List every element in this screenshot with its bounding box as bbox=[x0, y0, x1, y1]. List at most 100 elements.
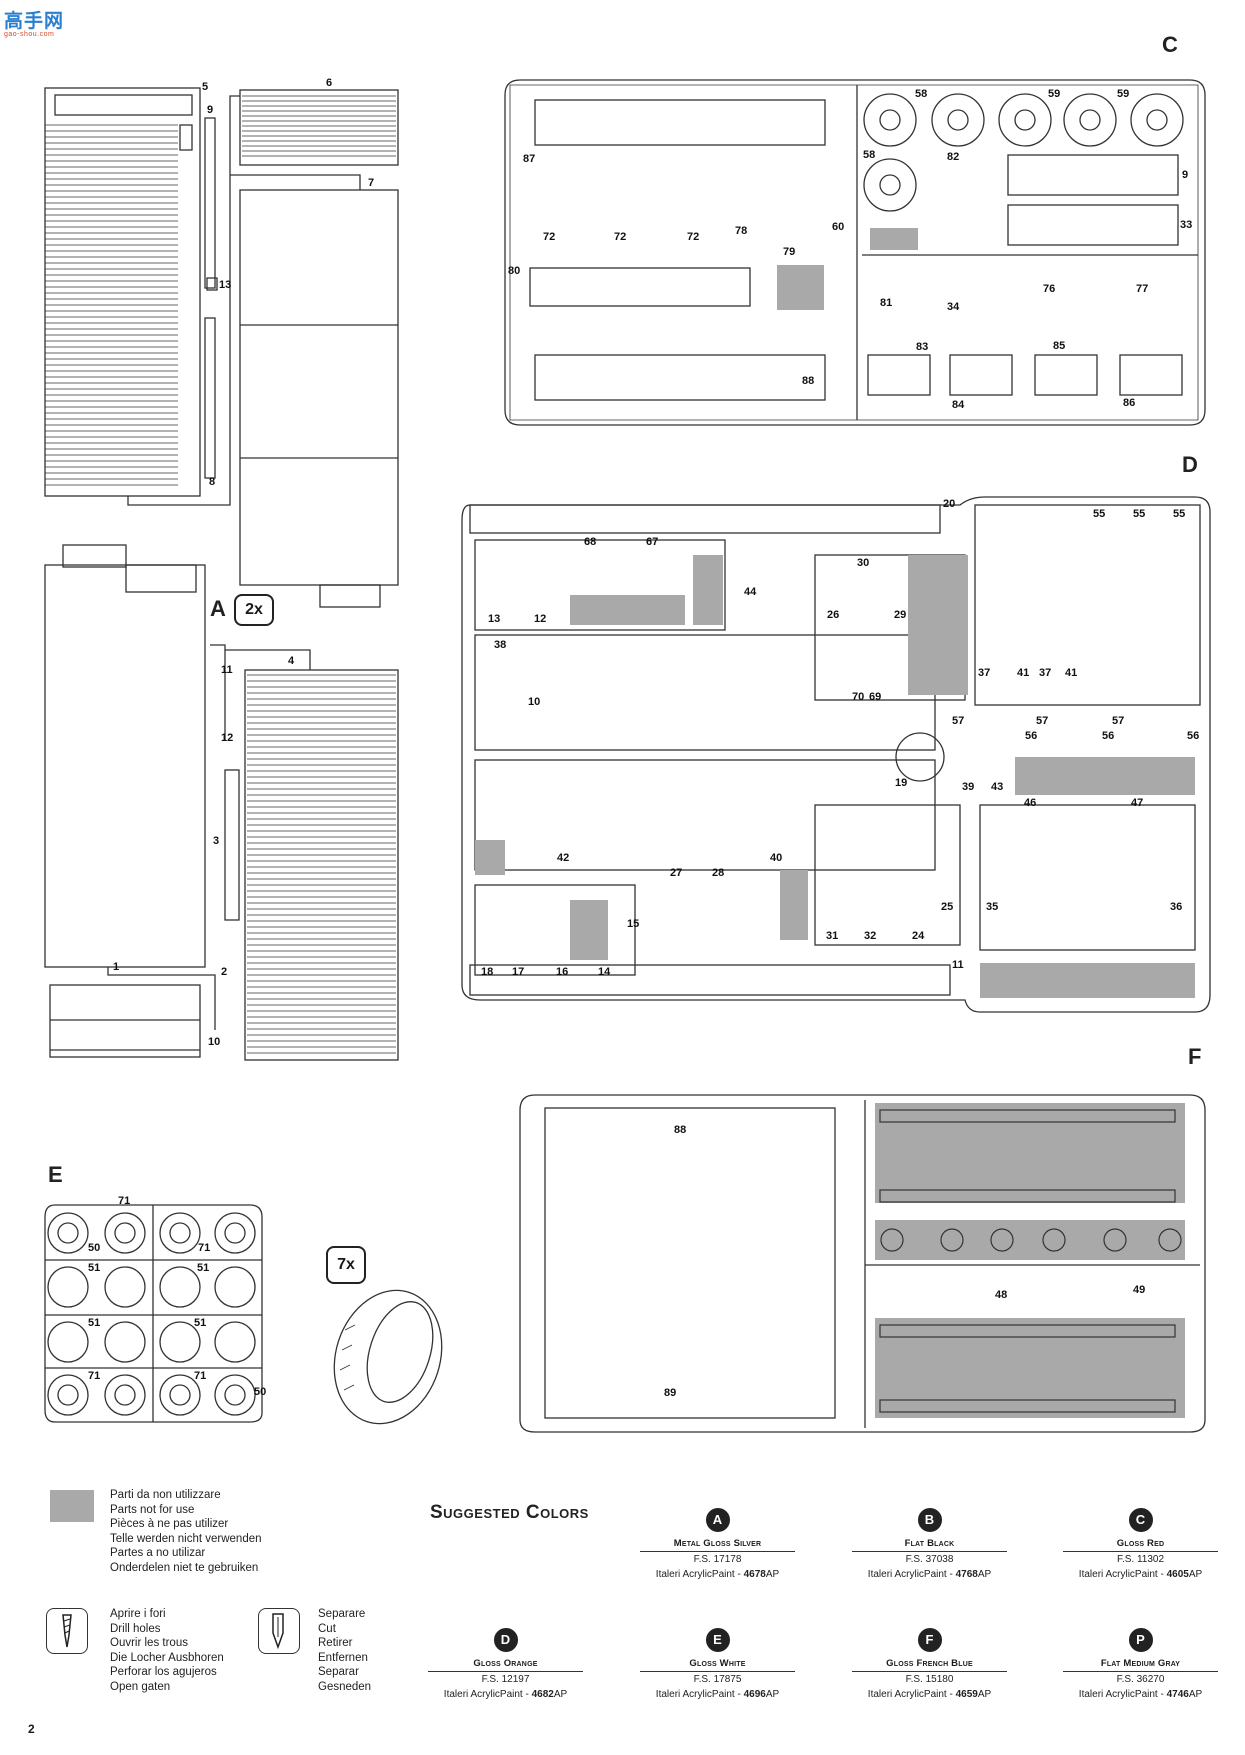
sprue-e-frame bbox=[44, 1204, 263, 1423]
part-label: 67 bbox=[646, 536, 659, 548]
part-label: 85 bbox=[1053, 340, 1066, 352]
color-code-badge: B bbox=[917, 1508, 942, 1532]
part-label: 19 bbox=[895, 777, 908, 789]
logo-brand: 高手网 bbox=[4, 11, 65, 32]
drill-icon bbox=[46, 1608, 88, 1654]
part-label: 12 bbox=[534, 613, 547, 625]
part-label: 20 bbox=[943, 498, 956, 510]
part-label: 13 bbox=[488, 613, 501, 625]
part-label: 33 bbox=[1180, 219, 1193, 231]
part-label: 81 bbox=[880, 297, 893, 309]
legend-line: Separare bbox=[318, 1608, 366, 1620]
part-label: 18 bbox=[481, 966, 494, 978]
part-label: 80 bbox=[508, 265, 521, 277]
part-label: 25 bbox=[941, 901, 954, 913]
part-label: 11 bbox=[221, 664, 233, 676]
part-label: 89 bbox=[664, 1387, 677, 1399]
part-label: 17 bbox=[512, 966, 525, 978]
sprue-a-part-6 bbox=[239, 89, 399, 166]
legend-line: Pièces à ne pas utilizer bbox=[110, 1518, 229, 1531]
part-label: 56 bbox=[1025, 730, 1038, 742]
color-name: Metal Gloss Silver bbox=[640, 1538, 795, 1552]
part-label: 36 bbox=[1170, 901, 1183, 913]
color-paint: Italeri AcrylicPaint - 4696AP bbox=[655, 1689, 780, 1700]
drill-legend: Aprire i fori Drill holes Ouvrir les tro… bbox=[110, 1607, 224, 1695]
part-label: 41 bbox=[1017, 667, 1030, 679]
legend-line: Parti da non utilizzare bbox=[110, 1489, 221, 1501]
color-code-badge: C bbox=[1128, 1508, 1153, 1532]
part-label: 44 bbox=[744, 586, 757, 598]
part-label: 9 bbox=[207, 104, 214, 116]
part-label: 57 bbox=[952, 715, 965, 727]
part-label: 59 bbox=[1117, 88, 1130, 100]
legend-line: Retirer bbox=[318, 1637, 353, 1650]
part-label: 2 bbox=[221, 966, 228, 978]
sprue-a-part-9 bbox=[204, 117, 216, 289]
part-label: 31 bbox=[826, 930, 839, 942]
sprue-a-part-7 bbox=[239, 189, 399, 586]
part-label: 7 bbox=[368, 177, 375, 189]
part-label: 60 bbox=[832, 221, 845, 233]
part-label: 15 bbox=[627, 918, 640, 930]
part-label: 50 bbox=[254, 1386, 267, 1398]
color-fs: F.S. 17178 bbox=[693, 1554, 742, 1565]
part-label: 39 bbox=[962, 781, 975, 793]
not-for-use-legend: Parti da non utilizzare Parts not for us… bbox=[110, 1488, 262, 1576]
part-label: 84 bbox=[952, 399, 965, 411]
part-label: 26 bbox=[827, 609, 840, 621]
color-fs: F.S. 12197 bbox=[481, 1674, 530, 1685]
part-label: 71 bbox=[198, 1242, 211, 1254]
color-paint: Italeri AcrylicPaint - 4605AP bbox=[1078, 1569, 1203, 1580]
part-label: 88 bbox=[802, 375, 815, 387]
part-label: 82 bbox=[947, 151, 960, 163]
part-label: 86 bbox=[1123, 397, 1136, 409]
part-label: 70 bbox=[852, 691, 865, 703]
color-paint: Italeri AcrylicPaint - 4659AP bbox=[867, 1689, 992, 1700]
color-fs: F.S. 37038 bbox=[905, 1554, 954, 1565]
part-label: 6 bbox=[326, 77, 333, 89]
color-fs: F.S. 15180 bbox=[905, 1674, 954, 1685]
color-name: Gloss White bbox=[640, 1658, 795, 1672]
part-label: 55 bbox=[1093, 508, 1106, 520]
legend-line: Open gaten bbox=[110, 1680, 171, 1693]
sprue-letter-a: A bbox=[210, 596, 226, 621]
part-label: 4 bbox=[288, 655, 295, 667]
part-label: 83 bbox=[916, 341, 929, 353]
color-name: Flat Medium Gray bbox=[1063, 1658, 1218, 1672]
part-label: 16 bbox=[556, 966, 569, 978]
part-label: 47 bbox=[1131, 797, 1144, 809]
part-label: 72 bbox=[687, 231, 700, 243]
part-label: 71 bbox=[194, 1370, 207, 1382]
color-fs: F.S. 17875 bbox=[693, 1674, 742, 1685]
part-label: 76 bbox=[1043, 283, 1056, 295]
color-swatch-b: B Flat Black F.S. 37038 Italeri AcrylicP… bbox=[852, 1508, 1007, 1582]
suggested-colors-title: Suggested Colors bbox=[430, 1502, 589, 1523]
part-label: 49 bbox=[1133, 1284, 1146, 1296]
part-label: 3 bbox=[213, 835, 220, 847]
color-name: Gloss French Blue bbox=[852, 1658, 1007, 1672]
part-label: 24 bbox=[912, 930, 925, 942]
color-swatch-a: A Metal Gloss Silver F.S. 17178 Italeri … bbox=[640, 1508, 795, 1582]
sprue-a-part-4 bbox=[244, 669, 399, 1061]
color-name: Gloss Red bbox=[1063, 1538, 1218, 1552]
color-paint: Italeri AcrylicPaint - 4746AP bbox=[1078, 1689, 1203, 1700]
part-label: 5 bbox=[202, 81, 209, 93]
part-label: 58 bbox=[863, 149, 876, 161]
color-name: Flat Black bbox=[852, 1538, 1007, 1552]
part-label: 32 bbox=[864, 930, 877, 942]
part-label: 58 bbox=[915, 88, 928, 100]
color-swatch-e: E Gloss White F.S. 17875 Italeri Acrylic… bbox=[640, 1628, 795, 1702]
part-label: 11 bbox=[952, 959, 964, 971]
part-label: 28 bbox=[712, 867, 725, 879]
part-label: 14 bbox=[598, 966, 611, 978]
color-code-badge: A bbox=[705, 1508, 730, 1532]
part-label: 38 bbox=[494, 639, 507, 651]
sprue-letter-f: F bbox=[1188, 1044, 1202, 1069]
sprue-c-wheels bbox=[863, 93, 1184, 212]
legend-line: Entfernen bbox=[318, 1651, 368, 1664]
color-fs: F.S. 36270 bbox=[1116, 1674, 1165, 1685]
part-label: 43 bbox=[991, 781, 1004, 793]
sprue-a-bottom-panel bbox=[44, 564, 206, 968]
part-label: 78 bbox=[735, 225, 748, 237]
part-label: 41 bbox=[1065, 667, 1078, 679]
